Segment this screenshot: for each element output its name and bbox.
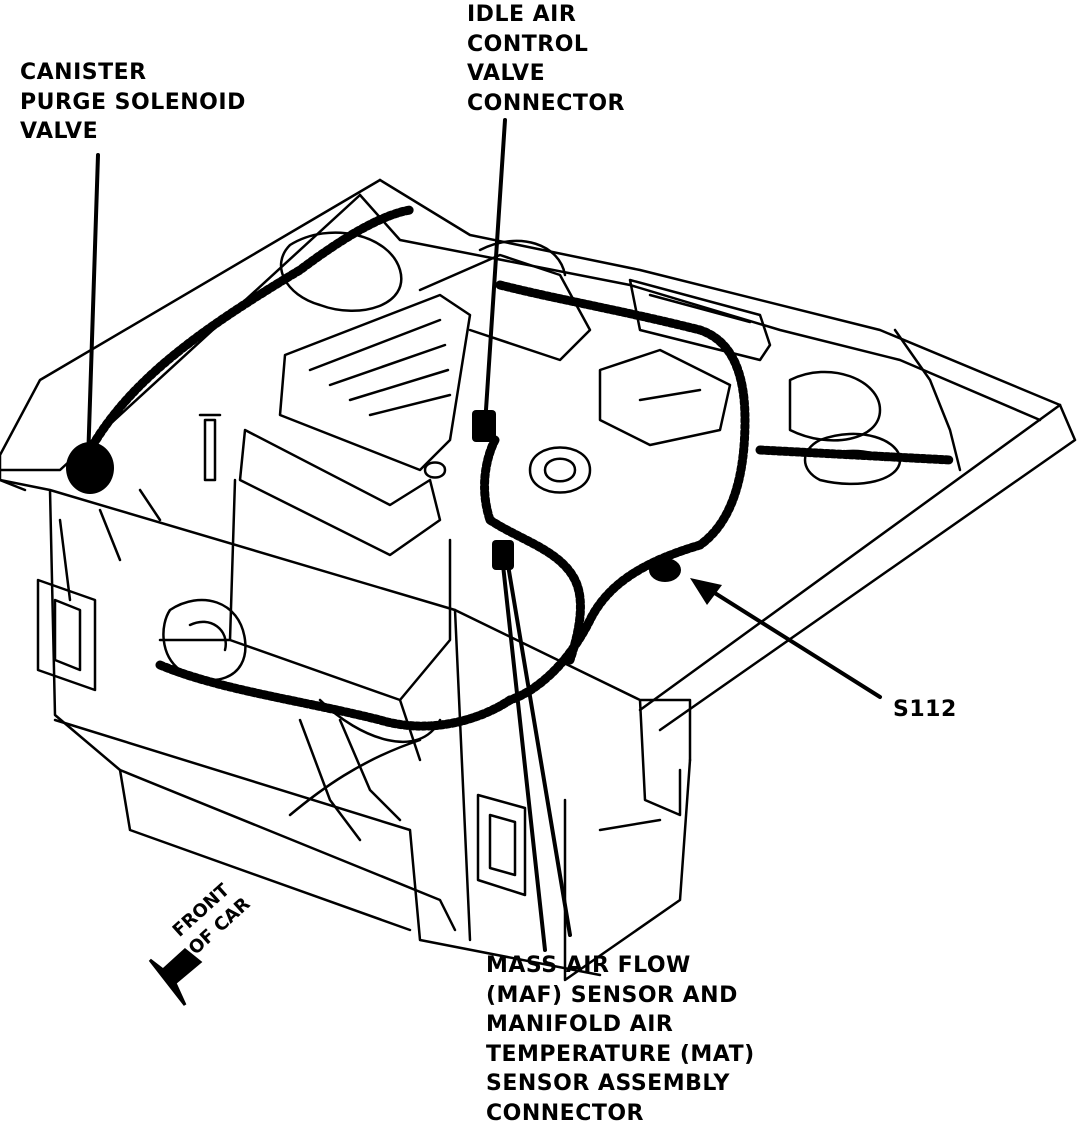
valve-cover-ribs xyxy=(310,320,450,415)
s112-arrowhead xyxy=(690,578,722,605)
maf-line-4: TEMPERATURE (MAT) xyxy=(486,1040,755,1070)
engine-block xyxy=(160,480,450,760)
valve-cover-rear xyxy=(280,295,470,470)
harness-left xyxy=(90,210,410,450)
harness-iac xyxy=(485,440,495,520)
canister-line-1: CANISTER xyxy=(20,58,246,88)
front-of-car-arrow xyxy=(150,950,200,1005)
maf-line-3: MANIFOLD AIR xyxy=(486,1010,755,1040)
leader-s112 xyxy=(710,590,880,697)
left-fender-outline xyxy=(0,180,380,490)
maf-mat-sensor-connector-label: MASS AIR FLOW (MAF) SENSOR AND MANIFOLD … xyxy=(486,951,755,1128)
harness-right xyxy=(760,450,950,460)
idle-air-control-valve-connector-label: IDLE AIR CONTROL VALVE CONNECTOR xyxy=(467,0,625,118)
lower-body xyxy=(55,720,600,975)
leader-iac xyxy=(485,120,505,425)
right-headlamp-mount xyxy=(478,795,525,895)
canister-purge-solenoid-valve-label: CANISTER PURGE SOLENOID VALVE xyxy=(20,58,246,147)
right-inner-panel xyxy=(565,760,690,980)
leader-canister xyxy=(88,155,98,462)
iac-line-1: IDLE AIR xyxy=(467,0,625,30)
cowl xyxy=(380,180,1060,405)
throttle-body xyxy=(530,448,590,493)
oil-filler xyxy=(425,463,445,478)
valve-cover-front xyxy=(240,430,440,555)
iac-line-4: CONNECTOR xyxy=(467,89,625,119)
iac-line-2: CONTROL xyxy=(467,30,625,60)
canister-line-2: PURGE SOLENOID xyxy=(20,88,246,118)
canister-line-3: VALVE xyxy=(20,117,246,147)
dipstick-tube xyxy=(200,415,220,480)
s112-label: S112 xyxy=(893,695,957,725)
left-headlamp-mount xyxy=(38,580,95,690)
harness-center xyxy=(500,285,745,545)
brake-booster xyxy=(790,372,880,440)
air-cleaner xyxy=(600,350,730,445)
maf-line-5: SENSOR ASSEMBLY xyxy=(486,1069,755,1099)
maf-line-6: CONNECTOR xyxy=(486,1099,755,1128)
maf-line-2: (MAF) SENSOR AND xyxy=(486,981,755,1011)
iac-line-3: VALVE xyxy=(467,59,625,89)
maf-line-1: MASS AIR FLOW xyxy=(486,951,755,981)
s112-splice xyxy=(649,558,681,582)
